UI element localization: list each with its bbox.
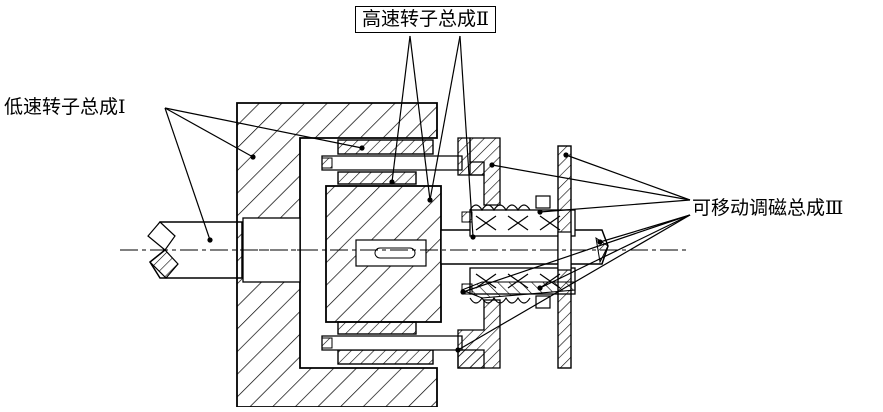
high-speed-rotor-core — [326, 186, 441, 322]
label-high-speed-rotor: 高速转子总成Ⅱ — [355, 6, 496, 33]
label-low-speed-rotor: 低速转子总成Ⅰ — [4, 98, 126, 117]
label-movable-assembly: 可移动调磁总成Ⅲ — [692, 199, 843, 218]
